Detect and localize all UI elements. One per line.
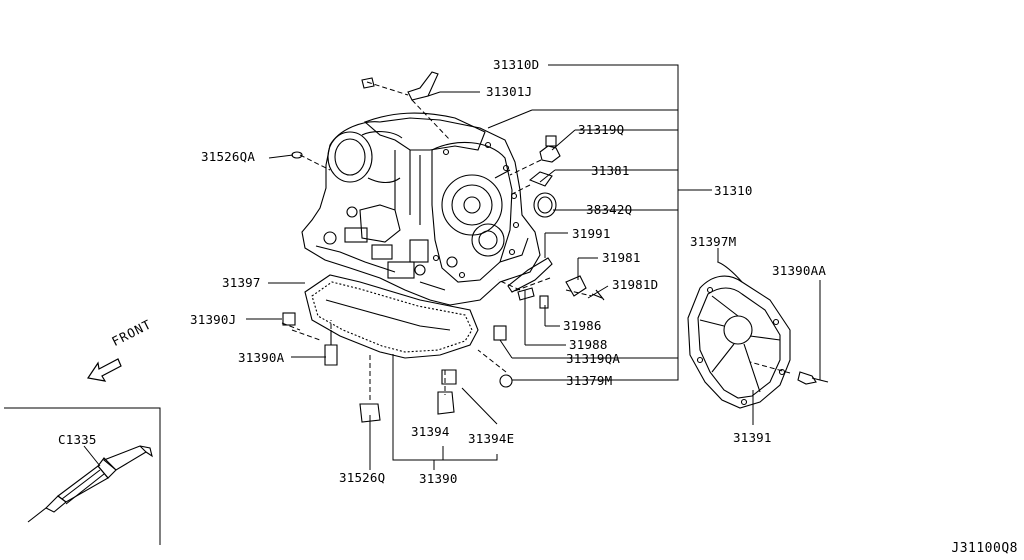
label-31981: 31981 bbox=[602, 250, 641, 265]
label-31319Q: 31319Q bbox=[578, 122, 625, 137]
diagram-code: J31100Q8 bbox=[951, 541, 1018, 556]
label-31526QA: 31526QA bbox=[201, 149, 256, 164]
label-31319QA: 31319QA bbox=[566, 351, 621, 366]
label-31988: 31988 bbox=[569, 337, 608, 352]
bracket-31301J bbox=[407, 71, 439, 101]
label-31394: 31394 bbox=[411, 424, 450, 439]
label-31301J: 31301J bbox=[486, 84, 533, 99]
plug-31310D bbox=[361, 77, 375, 89]
label-31390: 31390 bbox=[419, 471, 458, 486]
label-31397M: 31397M bbox=[690, 234, 737, 249]
label-31390AA: 31390AA bbox=[772, 263, 827, 278]
label-31394E: 31394E bbox=[468, 431, 515, 446]
label-31397: 31397 bbox=[222, 275, 261, 290]
label-31390A: 31390A bbox=[238, 350, 285, 365]
converter-housing-cover bbox=[687, 261, 791, 409]
label-31310: 31310 bbox=[714, 183, 753, 198]
label-31991: 31991 bbox=[572, 226, 611, 241]
transmission-case bbox=[301, 112, 541, 306]
label-31379M: 31379M bbox=[566, 373, 613, 388]
label-31391: 31391 bbox=[733, 430, 772, 445]
oil-pan bbox=[304, 274, 479, 359]
label-31381: 31381 bbox=[591, 163, 630, 178]
front-arrow bbox=[86, 358, 122, 382]
label-31986: 31986 bbox=[563, 318, 602, 333]
label-C1335: C1335 bbox=[58, 432, 97, 447]
small-parts bbox=[282, 71, 829, 423]
label-31526Q: 31526Q bbox=[339, 470, 386, 485]
label-31981D: 31981D bbox=[612, 277, 659, 292]
label-31310D: 31310D bbox=[493, 57, 540, 72]
label-31390J: 31390J bbox=[190, 312, 237, 327]
label-38342Q: 38342Q bbox=[586, 202, 633, 217]
leader-lines bbox=[4, 64, 821, 545]
sealant-tube bbox=[27, 445, 153, 523]
